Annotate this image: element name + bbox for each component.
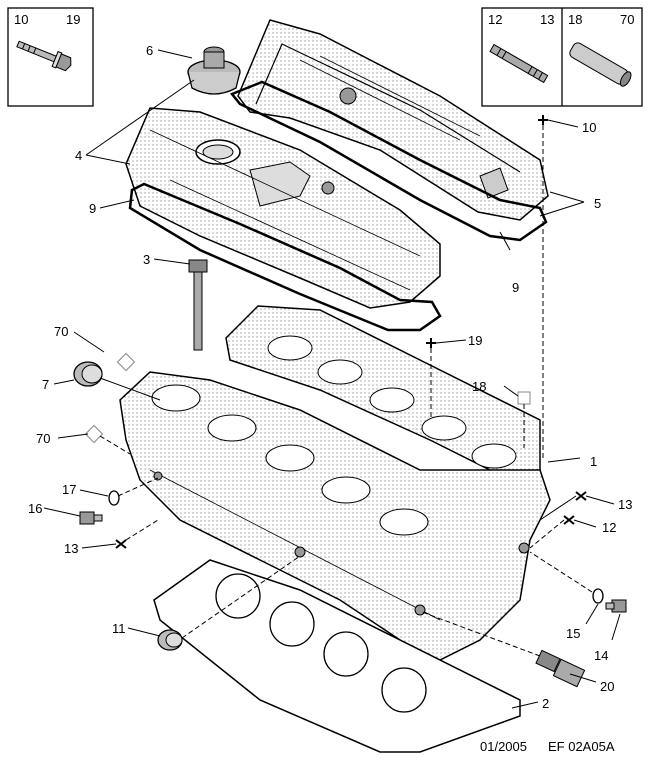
cylinder-head-gasket [153, 559, 521, 753]
callout-17: 17 [62, 482, 76, 497]
callout-20: 20 [600, 679, 614, 694]
callout-3: 3 [143, 252, 150, 267]
stud-marker-19 [426, 338, 436, 348]
inset-number-18: 18 [568, 12, 582, 27]
callout-9-front: 9 [89, 201, 96, 216]
callout-labels: 1 2 3 4 5 6 7 9 9 10 11 12 13 13 14 15 1… [28, 43, 632, 711]
callout-13-left: 13 [64, 541, 78, 556]
callout-4: 4 [75, 148, 82, 163]
rocker-cover-gasket-rear [229, 80, 548, 242]
callout-11: 11 [112, 621, 126, 636]
callout-2: 2 [542, 696, 549, 711]
inset-number-12: 12 [488, 12, 502, 27]
stud-marker-10 [538, 115, 548, 125]
bolt-with-flange-icon [16, 40, 72, 72]
stud-marker-13a [575, 491, 587, 501]
cylinder-head-bolt [188, 259, 208, 351]
temperature-sensor-20 [535, 649, 586, 688]
inset-number-70: 70 [620, 12, 634, 27]
rocker-cover-gasket-front [128, 182, 442, 332]
stud-icon [489, 43, 549, 84]
washer-17 [108, 490, 120, 506]
callout-15: 15 [566, 626, 580, 641]
camshaft-carrier [225, 305, 541, 481]
dowel-marker-18 [517, 391, 531, 405]
callout-12: 12 [602, 520, 616, 535]
callout-13-right: 13 [618, 497, 632, 512]
footer-diagram-code: EF 02A05A [548, 739, 615, 754]
callout-6: 6 [146, 43, 153, 58]
cylinder-head [119, 371, 551, 661]
dowel-sleeve-icon [569, 42, 632, 87]
callout-19: 19 [468, 333, 482, 348]
core-plug-7 [73, 361, 103, 387]
callout-18: 18 [472, 379, 486, 394]
dowel-marker-70a [116, 352, 136, 372]
inset-box-bolt: 10 19 [7, 7, 94, 107]
plug-14 [605, 599, 627, 613]
inset-number-19: 19 [66, 12, 80, 27]
inset-number-10: 10 [14, 12, 28, 27]
callout-14: 14 [594, 648, 608, 663]
washer-15 [592, 588, 604, 604]
dowel-marker-70b [84, 424, 104, 444]
callout-9-rear: 9 [512, 280, 519, 295]
callout-70-upper: 70 [54, 324, 68, 339]
callout-1: 1 [590, 454, 597, 469]
callout-16: 16 [28, 501, 42, 516]
footer-date: 01/2005 [480, 739, 527, 754]
callout-5: 5 [594, 196, 601, 211]
stud-marker-12 [563, 515, 575, 525]
callout-7: 7 [42, 377, 49, 392]
inset-box-stud-and-sleeve: 12 13 18 70 [481, 7, 643, 107]
core-plug-11 [157, 629, 183, 651]
stud-marker-13b [115, 539, 127, 549]
oil-filler-cap [187, 46, 241, 95]
callout-70-lower: 70 [36, 431, 50, 446]
inset-number-13: 13 [540, 12, 554, 27]
callout-10: 10 [582, 120, 596, 135]
leader-lines [43, 49, 621, 709]
rocker-cover-front [125, 107, 441, 309]
plug-16 [79, 511, 103, 525]
